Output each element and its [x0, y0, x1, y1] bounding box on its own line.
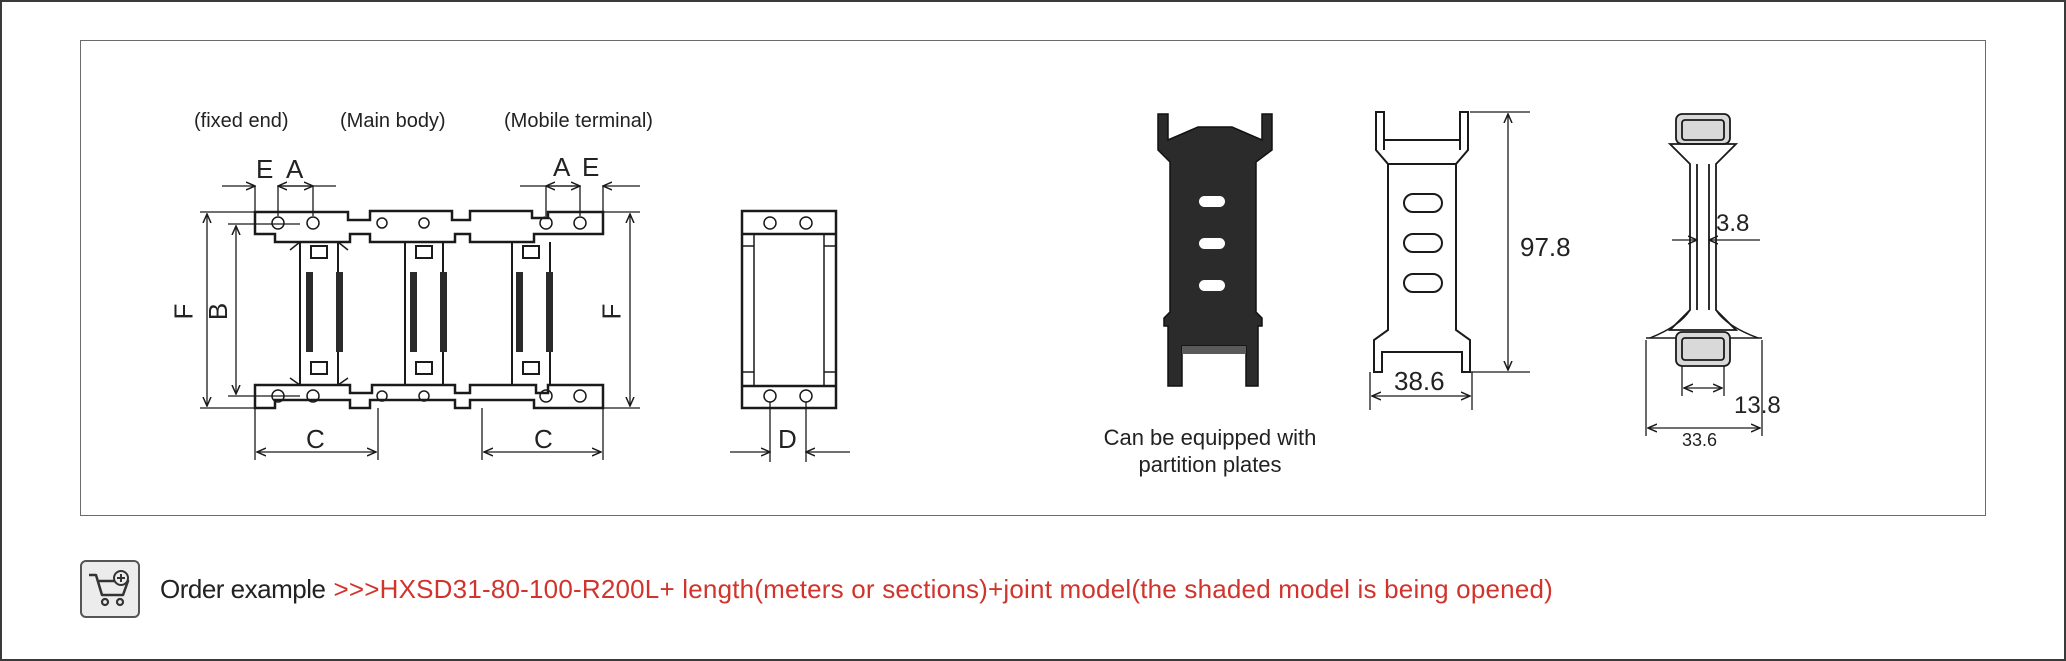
- dim-label-f-right: F: [596, 303, 627, 320]
- front-outline-view: [1373, 111, 1471, 373]
- side-view-chain: [253, 209, 605, 410]
- end-view-dimensions: [730, 402, 850, 462]
- dim-label-width: 38.6: [1394, 366, 1445, 396]
- dim-label-thickness: 3.8: [1716, 210, 1750, 237]
- cross-section-dimensions: [1645, 240, 1763, 436]
- partition-plate: [1157, 113, 1273, 387]
- drawing-panel: [80, 40, 1986, 516]
- dim-label-c-right: C: [534, 424, 553, 454]
- caption-mobile-terminal: (Mobile terminal): [504, 110, 653, 132]
- dim-label-e-left: E: [256, 154, 274, 184]
- end-view: [740, 209, 838, 410]
- partition-note-line-1: Can be equipped with: [1103, 425, 1317, 450]
- order-model-code: >>>HXSD31-80-100-R200L+ length(meters or…: [333, 573, 1553, 604]
- dim-label-a-right: A: [553, 152, 571, 182]
- order-example-row: Order example >>>HXSD31-80-100-R200L+ le…: [80, 556, 1553, 622]
- caption-main-body: (Main body): [340, 110, 446, 132]
- partition-note: Can be equipped with partition plates: [1080, 424, 1340, 478]
- partition-note-line-2: partition plates: [1138, 452, 1282, 477]
- dim-label-inner-width: 13.8: [1734, 392, 1781, 419]
- front-outline-dimensions: [1369, 111, 1530, 410]
- dim-label-d: D: [778, 424, 797, 454]
- caption-fixed-end: (fixed end): [194, 110, 289, 132]
- dim-label-b: B: [203, 302, 234, 321]
- side-view-dimensions: [200, 186, 640, 460]
- dim-label-f-left: F: [168, 303, 199, 320]
- dim-label-e-right: E: [582, 152, 600, 182]
- cart-add-icon: [80, 560, 140, 618]
- dim-label-outer-width: 33.6: [1682, 430, 1718, 450]
- dim-label-a-left: A: [286, 154, 304, 184]
- dim-label-height: 97.8: [1520, 232, 1571, 262]
- order-example-label: Order example: [160, 573, 326, 604]
- dim-label-c-left: C: [306, 424, 325, 454]
